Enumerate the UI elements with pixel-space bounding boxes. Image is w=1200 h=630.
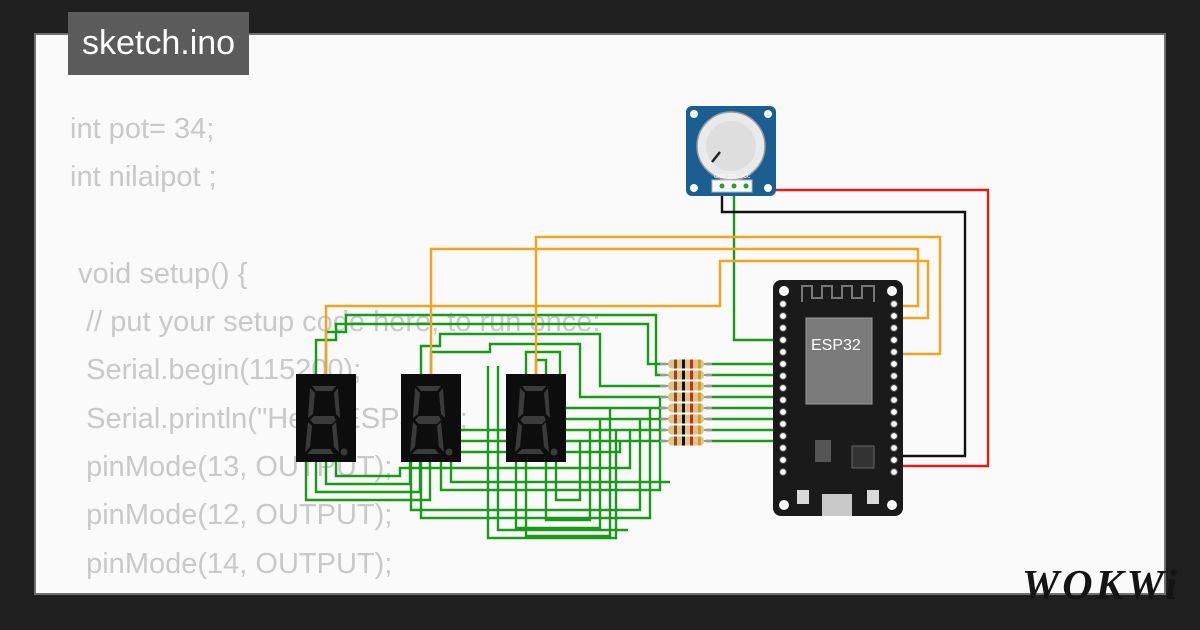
esp32-pin[interactable] [890, 348, 898, 356]
display-1-digit: 8. [0, 0, 2, 1]
esp32-pin[interactable] [890, 396, 898, 404]
display-3-digit: 8. [0, 0, 2, 1]
display-2-digit: 8. [0, 0, 2, 1]
esp32-pin[interactable] [890, 360, 898, 368]
esp32-pin[interactable] [890, 432, 898, 440]
code-line: pinMode(12, OUTPUT); [70, 499, 393, 532]
resistor[interactable] [660, 359, 712, 369]
potentiometer[interactable]: GND SIG VCC [686, 106, 776, 196]
esp32-pin[interactable] [779, 348, 787, 356]
esp32-pin[interactable] [890, 444, 898, 452]
esp32-pin[interactable] [779, 312, 787, 320]
esp32-pin[interactable] [779, 336, 787, 344]
code-line: pinMode(14, OUTPUT); [70, 547, 393, 580]
esp32-pin[interactable] [890, 468, 898, 476]
esp32-pin[interactable] [779, 372, 787, 380]
code-line: void setup() { [70, 257, 248, 290]
resistor[interactable] [660, 403, 712, 413]
esp32-pin[interactable] [890, 384, 898, 392]
resistor[interactable] [660, 370, 712, 380]
esp32-pin[interactable] [890, 408, 898, 416]
esp32-pin[interactable] [779, 384, 787, 392]
resistor[interactable] [660, 392, 712, 402]
pot-pin-sig: SIG [728, 174, 737, 180]
resistor-bank[interactable] [660, 359, 712, 446]
file-tab[interactable]: sketch.ino [68, 12, 250, 75]
esp32-pin[interactable] [890, 312, 898, 320]
esp32-pin[interactable] [890, 372, 898, 380]
resistor[interactable] [660, 381, 712, 391]
esp32-pin[interactable] [779, 324, 787, 332]
code-line: int pot= 34; [70, 113, 215, 145]
esp32-pin[interactable] [779, 456, 787, 464]
esp32-pin[interactable] [890, 336, 898, 344]
esp32-board[interactable]: ESP32 [773, 280, 903, 516]
pot-pin-gnd: GND [714, 174, 726, 180]
resistor[interactable] [660, 414, 712, 424]
resistor[interactable] [660, 425, 712, 435]
orange-wires [324, 235, 942, 374]
code-line: int nilaipot ; [70, 161, 217, 194]
esp32-pin[interactable] [779, 360, 787, 368]
esp32-pin[interactable] [779, 300, 787, 308]
wokwi-logo: WOKWi [1021, 563, 1180, 609]
reset-button[interactable] [867, 490, 879, 504]
code-editor[interactable]: int pot= 34; int nilaipot ; void setup() … [70, 105, 600, 593]
esp32-pin[interactable] [779, 432, 787, 440]
esp32-pin[interactable] [890, 300, 898, 308]
esp32-pin[interactable] [890, 456, 898, 464]
esp32-pin[interactable] [779, 444, 787, 452]
boot-button[interactable] [797, 490, 809, 504]
esp32-label: ESP32 [811, 337, 861, 354]
esp32-pin[interactable] [779, 468, 787, 476]
esp32-pin[interactable] [890, 420, 898, 428]
resistor[interactable] [660, 436, 712, 446]
esp32-pin[interactable] [779, 420, 787, 428]
green-wires [304, 188, 783, 540]
esp32-pin[interactable] [890, 324, 898, 332]
esp32-pin[interactable] [779, 396, 787, 404]
pot-pin-vcc: VCC [740, 174, 751, 180]
esp32-pin[interactable] [779, 408, 787, 416]
